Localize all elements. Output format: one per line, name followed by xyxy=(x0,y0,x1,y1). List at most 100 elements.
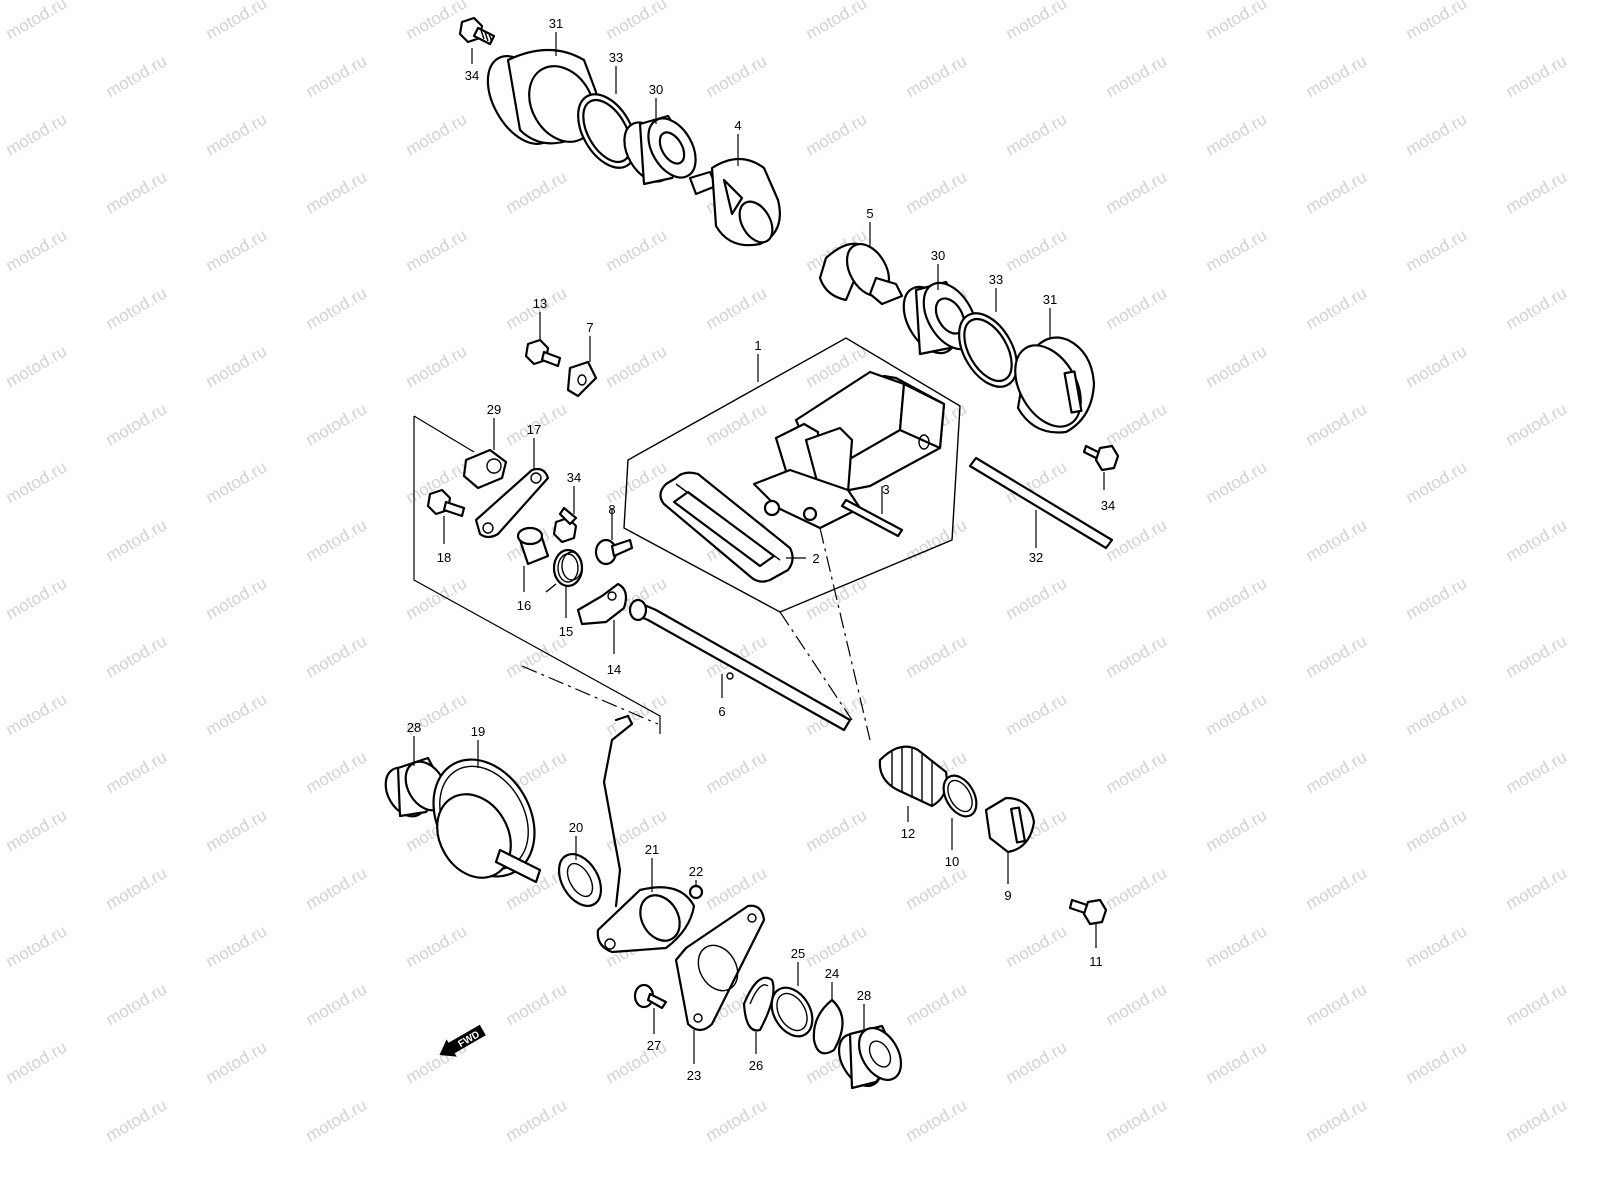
watermark-text: motod.ru xyxy=(3,341,71,391)
watermark-text: motod.ru xyxy=(1503,1095,1571,1145)
ball-22 xyxy=(688,884,704,900)
watermark-text: motod.ru xyxy=(703,863,771,913)
watermark-text: motod.ru xyxy=(103,747,171,797)
watermark-text: motod.ru xyxy=(1403,341,1471,391)
callout-2: 2 xyxy=(812,551,819,566)
watermark-text: motod.ru xyxy=(3,457,71,507)
watermark-text: motod.ru xyxy=(503,979,571,1029)
watermark-text: motod.ru xyxy=(303,283,371,333)
watermark-text: motod.ru xyxy=(303,979,371,1029)
callout-33-right: 33 xyxy=(989,272,1003,287)
watermark-text: motod.ru xyxy=(1403,1037,1471,1087)
o-ring-33-top xyxy=(577,93,637,169)
bearing-28-right xyxy=(837,1024,903,1090)
o-ring-33-right xyxy=(958,312,1018,388)
gasket-23 xyxy=(674,904,766,1032)
callout-29: 29 xyxy=(487,402,501,417)
callout-22: 22 xyxy=(689,864,703,879)
watermark-text: motod.ru xyxy=(403,109,471,159)
callout-7: 7 xyxy=(586,320,593,335)
bearing-30-top xyxy=(623,114,697,186)
callout-labels: 34 31 33 30 4 5 30 33 31 13 7 1 3 29 17 … xyxy=(407,16,1115,1083)
watermark-text: motod.ru xyxy=(903,979,971,1029)
watermark-text: motod.ru xyxy=(103,515,171,565)
watermark-text: motod.ru xyxy=(1403,109,1471,159)
watermark-text: motod.ru xyxy=(103,167,171,217)
watermark-text: motod.ru xyxy=(1303,51,1371,101)
bolt-34-right xyxy=(1082,444,1120,472)
watermark-text: motod.ru xyxy=(1103,863,1171,913)
watermark-text: motod.ru xyxy=(303,399,371,449)
watermark-text: motod.ru xyxy=(603,457,671,507)
watermark-text: motod.ru xyxy=(1503,631,1571,681)
watermark-text: motod.ru xyxy=(303,863,371,913)
callout-18: 18 xyxy=(437,550,451,565)
callout-32: 32 xyxy=(1029,550,1043,565)
watermark-text: motod.ru xyxy=(903,863,971,913)
bolt-18 xyxy=(426,488,466,518)
watermark-text: motod.ru xyxy=(103,979,171,1029)
watermark-text: motod.ru xyxy=(1103,979,1171,1029)
watermark-text: motod.ru xyxy=(703,399,771,449)
callout-28-right: 28 xyxy=(857,988,871,1003)
watermark-text: motod.ru xyxy=(1203,0,1271,43)
cam-5 xyxy=(818,242,904,306)
watermark-text: motod.ru xyxy=(1003,689,1071,739)
circlip-24 xyxy=(812,998,844,1055)
watermark-text: motod.ru xyxy=(203,341,271,391)
watermark-text: motod.ru xyxy=(1003,1037,1071,1087)
watermark-text: motod.ru xyxy=(303,51,371,101)
watermark-text: motod.ru xyxy=(703,747,771,797)
callout-20: 20 xyxy=(569,820,583,835)
watermark-text: motod.ru xyxy=(1103,1095,1171,1145)
watermark-text: motod.ru xyxy=(3,109,71,159)
watermark-text: motod.ru xyxy=(303,747,371,797)
callout-16: 16 xyxy=(517,598,531,613)
watermark-text: motod.ru xyxy=(1403,921,1471,971)
watermark-text: motod.ru xyxy=(403,225,471,275)
watermark-text: motod.ru xyxy=(803,0,871,43)
housing-1 xyxy=(623,337,961,613)
watermark-layer: motod.ru motod.ru motod.ru motod.ru motod.ru… xyxy=(3,0,1571,1145)
watermark-text: motod.ru xyxy=(303,167,371,217)
watermark-text: motod.ru xyxy=(1203,457,1271,507)
watermark-text: motod.ru xyxy=(203,1037,271,1087)
screw-8 xyxy=(594,538,634,566)
watermark-text: motod.ru xyxy=(1103,51,1171,101)
callout-28-left: 28 xyxy=(407,720,421,735)
watermark-text: motod.ru xyxy=(1303,515,1371,565)
callout-30-right: 30 xyxy=(931,248,945,263)
callout-8: 8 xyxy=(608,502,615,517)
watermark-text: motod.ru xyxy=(1003,573,1071,623)
watermark-text: motod.ru xyxy=(203,921,271,971)
watermark-text: motod.ru xyxy=(203,805,271,855)
watermark-text: motod.ru xyxy=(903,167,971,217)
watermark-text: motod.ru xyxy=(303,1095,371,1145)
watermark-text: motod.ru xyxy=(3,689,71,739)
callout-34-center: 34 xyxy=(567,470,581,485)
watermark-text: motod.ru xyxy=(303,631,371,681)
callout-3: 3 xyxy=(882,482,889,497)
callout-26: 26 xyxy=(749,1058,763,1073)
watermark-text: motod.ru xyxy=(1303,283,1371,333)
watermark-text: motod.ru xyxy=(1303,979,1371,1029)
watermark-text: motod.ru xyxy=(1303,1095,1371,1145)
watermark-text: motod.ru xyxy=(103,283,171,333)
watermark-text: motod.ru xyxy=(1103,167,1171,217)
watermark-text: motod.ru xyxy=(403,573,471,623)
watermark-text: motod.ru xyxy=(1203,225,1271,275)
watermark-text: motod.ru xyxy=(1003,921,1071,971)
bolt-34-center xyxy=(552,506,578,544)
callout-21: 21 xyxy=(645,842,659,857)
washer-7 xyxy=(566,360,598,398)
rod-32 xyxy=(968,456,1114,550)
callout-12: 12 xyxy=(901,826,915,841)
watermark-text: motod.ru xyxy=(1403,457,1471,507)
screw-27 xyxy=(633,983,668,1010)
callout-5: 5 xyxy=(866,206,873,221)
callout-4: 4 xyxy=(734,118,741,133)
gear-19 xyxy=(432,758,542,884)
watermark-text: motod.ru xyxy=(103,863,171,913)
callout-25: 25 xyxy=(791,946,805,961)
